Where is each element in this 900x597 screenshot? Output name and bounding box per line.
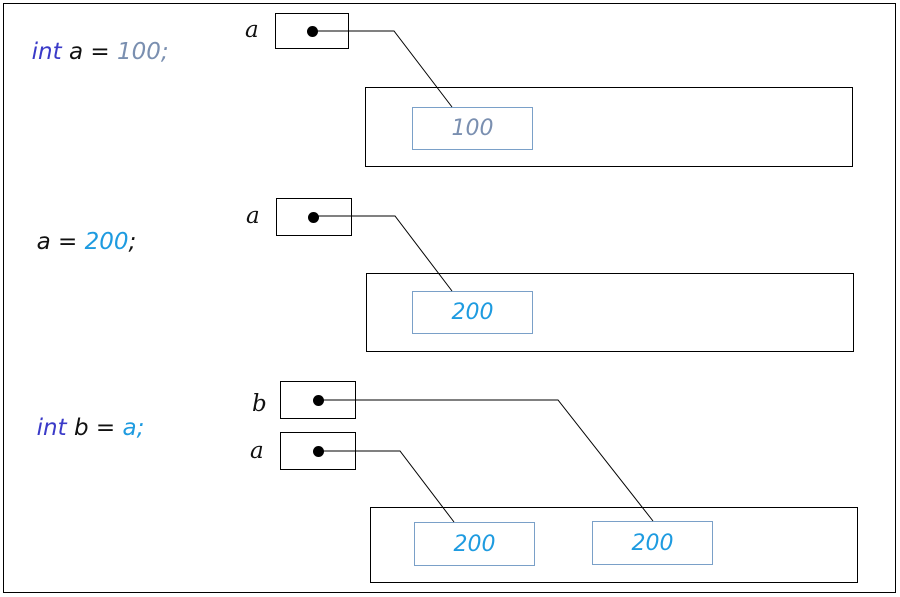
reference-box-a — [276, 198, 352, 236]
code-semicolon: ; — [128, 229, 137, 255]
variable-label-a: a — [246, 203, 260, 229]
code-line-1: int a = 100; — [17, 13, 169, 65]
code-literal: a — [122, 415, 137, 441]
code-literal: 200 — [84, 229, 129, 255]
pointer-dot — [308, 212, 319, 223]
code-variable: b — [73, 415, 89, 441]
value-box-200: 200 — [412, 291, 533, 334]
code-variable: a — [68, 39, 84, 65]
code-semicolon: ; — [136, 415, 145, 441]
code-line-3: int b = a; — [22, 389, 145, 441]
pointer-line-a-to-200 — [315, 215, 453, 292]
code-line-2: a = 200; — [22, 203, 137, 255]
memory-region-2 — [366, 273, 854, 352]
code-operator: = — [83, 39, 117, 65]
code-keyword: int — [31, 39, 62, 65]
variable-label-a: a — [245, 17, 259, 43]
code-keyword: int — [36, 415, 67, 441]
code-operator: = — [88, 415, 123, 441]
code-literal: 100 — [116, 39, 161, 65]
variable-label-a: a — [250, 438, 264, 464]
code-operator: = — [50, 229, 85, 255]
value-box-200-b: 200 — [592, 521, 713, 565]
pointer-line-a-to-200-panel3 — [318, 450, 455, 523]
value-box-100: 100 — [412, 107, 533, 150]
pointer-line-b-to-200 — [318, 399, 654, 522]
pointer-dot — [307, 26, 318, 37]
diagram-frame — [3, 3, 896, 593]
value-box-200-a: 200 — [414, 522, 535, 566]
pointer-line-a-to-100 — [314, 30, 453, 108]
code-variable: a — [36, 229, 51, 255]
code-semicolon: ; — [160, 39, 169, 65]
variable-label-b: b — [252, 391, 267, 417]
